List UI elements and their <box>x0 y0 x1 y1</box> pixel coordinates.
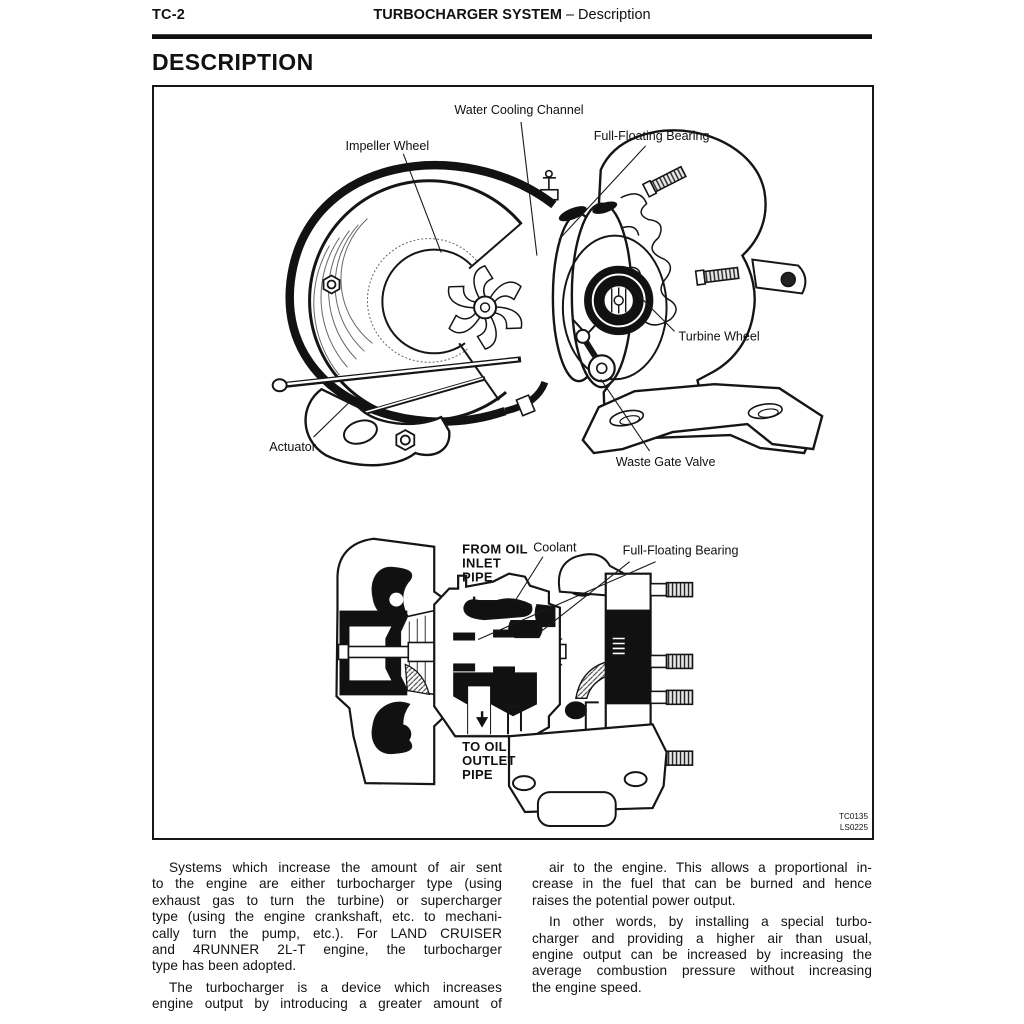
flow-arrows <box>468 596 489 728</box>
label-actuator: Actuator <box>269 440 316 454</box>
body-text-line: Systems which increase the amount of air… <box>169 860 502 875</box>
header-title: TURBOCHARGER SYSTEM – Description <box>152 7 872 23</box>
mounting-flange <box>581 383 824 455</box>
body-text-line: The turbocharger is a device which incre… <box>169 979 502 995</box>
body-text-line: In other words, by installing a special … <box>549 914 872 930</box>
label-to-oil-line3: PIPE <box>462 767 493 782</box>
flange-bolt-hole <box>747 403 783 420</box>
body-text-line: engine output by introducing a greater a… <box>152 996 502 1012</box>
label-waste-gate-valve: Waste Gate Valve <box>616 455 716 469</box>
stud <box>641 165 687 198</box>
oil-drain-channel <box>468 686 491 735</box>
threaded-hole <box>780 271 796 288</box>
body-text-line: average combustion pressure without incr… <box>532 963 872 979</box>
cross-section-diagram: FROM OIL INLET PIPE Coolant Full-Floatin… <box>335 537 739 827</box>
body-text-line: raises the potential power output. <box>532 892 736 908</box>
label-to-oil-line2: OUTLET <box>462 753 516 768</box>
turbine-slab <box>605 609 651 705</box>
body-column-right: air to the engine. This allows a proport… <box>532 860 872 1018</box>
header-title-suffix: – Description <box>561 7 651 23</box>
page: TC-2 TURBOCHARGER SYSTEM – Description D… <box>152 0 874 1018</box>
paragraph: air to the engine. This allows a proport… <box>532 860 872 909</box>
body-text-line: and 4RUNNER 2L-T engine, the turbocharge… <box>152 942 502 958</box>
body-text-line: type has been adopted. <box>152 958 297 974</box>
label-from-oil-line2: INLET <box>462 556 501 571</box>
impeller-wheel <box>447 264 523 350</box>
body-text: Systems which increase the amount of air… <box>152 860 872 1018</box>
page-header: TC-2 TURBOCHARGER SYSTEM – Description <box>152 0 872 34</box>
body-column-left: Systems which increase the amount of air… <box>152 860 502 1018</box>
body-text-line: charger and providing a higher air than … <box>532 930 872 946</box>
volute-upper-port <box>389 592 404 607</box>
body-text-line: type (using the engine crankshaft, etc. … <box>152 909 502 925</box>
turbocharger-figure: Water Cooling Channel Impeller Wheel Ful… <box>269 103 869 832</box>
housing-ear <box>751 258 807 295</box>
body-text-line: air to the engine. This allows a proport… <box>549 860 872 875</box>
label-from-oil-line1: FROM OIL <box>462 542 528 557</box>
body-text-line: engine output can be increased by increa… <box>532 947 872 963</box>
label-turbine-wheel: Turbine Wheel <box>679 329 760 343</box>
top-bracket <box>540 169 559 201</box>
coolant-passage <box>463 598 533 621</box>
paragraph: In other words, by installing a special … <box>532 914 872 996</box>
label-from-oil-line3: PIPE <box>462 570 493 585</box>
paragraph: The turbocharger is a device which incre… <box>152 980 502 1013</box>
volute-lower-blob <box>391 724 412 745</box>
page-code: TC-2 <box>152 7 186 23</box>
body-text-line: cally turn the pump, etc.). For LAND CRU… <box>152 925 502 941</box>
bearings <box>453 629 515 675</box>
body-text-line: crease in the fuel that can be burned an… <box>532 876 872 892</box>
body-text-line: the engine speed. <box>532 979 642 995</box>
figure-box: Water Cooling Channel Impeller Wheel Ful… <box>152 85 874 840</box>
cross-section-studs <box>649 581 694 766</box>
actuator-hose <box>285 161 557 426</box>
stud <box>694 266 740 286</box>
label-coolant: Coolant <box>533 541 577 555</box>
cutaway-leader-lines <box>313 121 675 452</box>
label-full-floating-bearing: Full-Floating Bearing <box>594 129 710 143</box>
label-water-cooling-channel: Water Cooling Channel <box>454 103 583 117</box>
section-title: DESCRIPTION <box>152 49 314 75</box>
waste-gate-valve <box>572 318 616 383</box>
coolant-passage-3 <box>534 603 556 628</box>
body-text-line: exhaust gas to turn the turbine) or supe… <box>152 892 502 908</box>
label-to-oil-line1: TO OIL <box>462 739 507 754</box>
cutaway-diagram: Water Cooling Channel Impeller Wheel Ful… <box>269 103 824 469</box>
label-full-floating-bearing-2: Full-Floating Bearing <box>623 544 739 558</box>
body-text-line: to the engine are either turbocharger ty… <box>152 876 502 892</box>
bearing-core <box>584 265 654 336</box>
wheel-back-hatch <box>404 663 431 696</box>
header-rule <box>152 34 872 39</box>
paragraph: Systems which increase the amount of air… <box>152 860 502 975</box>
hose-clamp <box>515 394 536 417</box>
exhaust-flange <box>507 701 668 827</box>
header-title-main: TURBOCHARGER SYSTEM <box>373 7 562 23</box>
actuator-assembly <box>271 274 522 467</box>
label-impeller-wheel: Impeller Wheel <box>346 139 430 153</box>
cross-section-leader-lines <box>477 556 656 641</box>
turbine-volute-lower <box>564 701 587 720</box>
figure-code-1: TC0135 <box>839 812 868 821</box>
figure-code-2: LS0225 <box>840 823 869 832</box>
slab-vents <box>612 637 625 655</box>
bearing-housing-section <box>433 572 561 738</box>
